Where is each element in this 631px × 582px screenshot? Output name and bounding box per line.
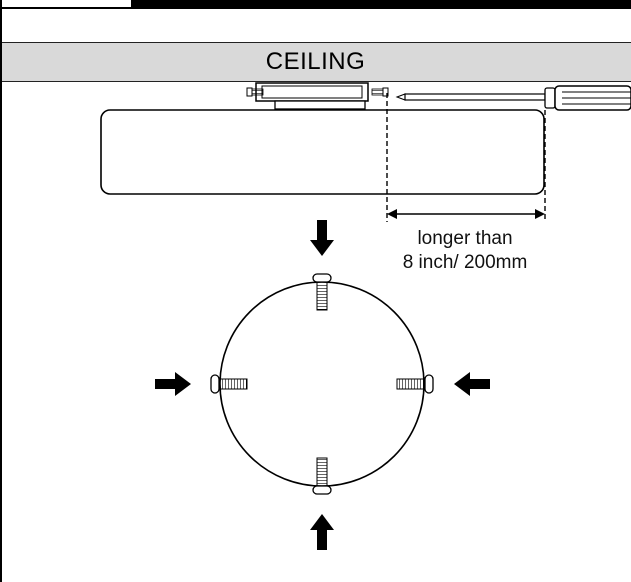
mounting-bracket [255,82,369,110]
arrow-right-icon [155,372,191,396]
screw-top [312,273,332,311]
top-left-box [0,0,131,9]
arrow-left-icon [454,372,490,396]
top-black-bar [131,0,631,9]
frame-left-border [0,0,2,582]
screw-bottom [312,457,332,495]
arrow-down-icon [310,220,334,256]
dimension-marker [386,93,546,222]
screw-left [210,374,248,394]
screwdriver [395,85,631,111]
bracket-screw-left [246,87,264,97]
dimension-label-line2: 8 inch/ 200mm [402,252,528,273]
screw-right [396,374,434,394]
dimension-label: longer than 8 inch/ 200mm [370,227,560,275]
ceiling-label: CEILING [265,48,366,75]
arrow-up-icon [310,514,334,550]
bracket-screw-right [371,87,389,97]
ceiling-band [2,42,631,82]
dimension-label-line1: longer than [417,228,513,249]
light-fixture-body [100,109,545,195]
fixture-circle-bottom-view [219,281,425,487]
